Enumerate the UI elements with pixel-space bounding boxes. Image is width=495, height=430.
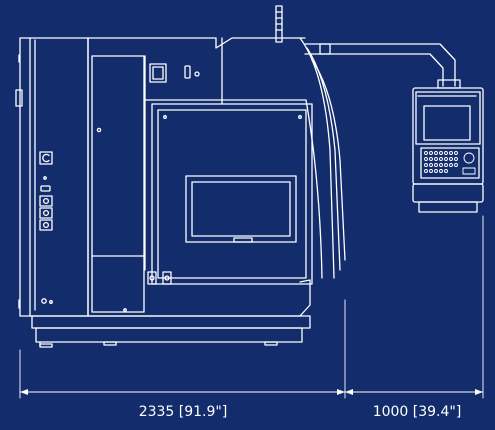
cabinet-controls	[39, 151, 53, 304]
left-cabinet	[15, 37, 89, 317]
power-symbol-icon	[42, 153, 50, 163]
beacon-antenna	[275, 5, 283, 43]
control-arm-width-label: 1000 [39.4"]	[372, 404, 462, 420]
main-body	[87, 37, 306, 317]
door-latches	[147, 271, 172, 285]
dimension-lines	[19, 215, 484, 399]
control-arm	[304, 43, 461, 89]
operator-pendant	[412, 87, 484, 213]
pendant-keypad	[424, 151, 476, 175]
enclosure-door	[151, 37, 346, 285]
dimension-arrows	[20, 389, 483, 395]
machine-width-label: 2335 [91.9"]	[138, 404, 228, 420]
machine-base	[31, 279, 311, 348]
control-button-icon	[39, 151, 53, 165]
